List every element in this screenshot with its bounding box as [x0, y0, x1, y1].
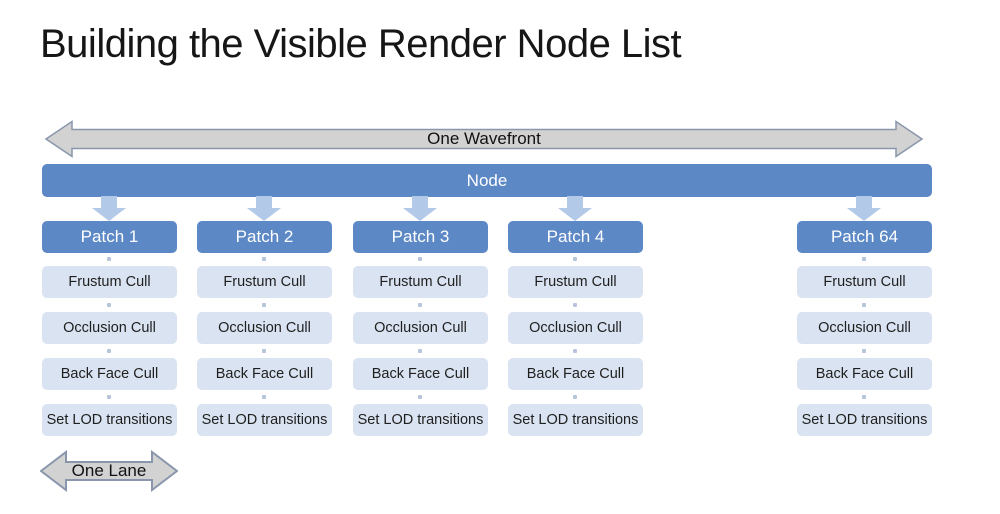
step-set-lod-transitions: Set LOD transitions: [42, 404, 177, 436]
connector-dot: [107, 395, 111, 399]
connector-dot: [262, 303, 266, 307]
connector-dot: [418, 257, 422, 261]
step-occlusion-cull: Occlusion Cull: [197, 312, 332, 344]
connector-dot: [573, 257, 577, 261]
down-arrow-icon: [247, 196, 281, 221]
connector-dot: [262, 395, 266, 399]
step-occlusion-cull: Occlusion Cull: [42, 312, 177, 344]
patch-column-2: Patch 2 Frustum Cull Occlusion Cull Back…: [197, 196, 332, 441]
node-bar: Node: [42, 164, 932, 197]
down-arrow-icon: [403, 196, 437, 221]
step-occlusion-cull: Occlusion Cull: [508, 312, 643, 344]
connector-dot: [573, 395, 577, 399]
lane-label: One Lane: [71, 461, 147, 480]
wavefront-arrow: One Wavefront: [45, 120, 923, 158]
step-frustum-cull: Frustum Cull: [42, 266, 177, 298]
down-arrow-icon: [558, 196, 592, 221]
patch-column-1: Patch 1 Frustum Cull Occlusion Cull Back…: [42, 196, 177, 441]
step-frustum-cull: Frustum Cull: [197, 266, 332, 298]
step-back-face-cull: Back Face Cull: [353, 358, 488, 390]
step-frustum-cull: Frustum Cull: [508, 266, 643, 298]
step-set-lod-transitions: Set LOD transitions: [508, 404, 643, 436]
step-set-lod-transitions: Set LOD transitions: [197, 404, 332, 436]
connector-dot: [107, 303, 111, 307]
step-frustum-cull: Frustum Cull: [797, 266, 932, 298]
connector-dot: [107, 349, 111, 353]
patch-box: Patch 4: [508, 221, 643, 253]
connector-dot: [573, 349, 577, 353]
step-back-face-cull: Back Face Cull: [42, 358, 177, 390]
connector-dot: [862, 303, 866, 307]
connector-dot: [862, 395, 866, 399]
connector-dot: [418, 395, 422, 399]
connector-dot: [418, 349, 422, 353]
connector-dot: [262, 257, 266, 261]
patch-box: Patch 64: [797, 221, 932, 253]
double-arrow-horizontal-icon: [40, 450, 178, 492]
lane-arrow: One Lane: [40, 450, 178, 492]
patch-column-4: Patch 4 Frustum Cull Occlusion Cull Back…: [508, 196, 643, 441]
step-occlusion-cull: Occlusion Cull: [353, 312, 488, 344]
connector-dot: [862, 257, 866, 261]
down-arrow-icon: [847, 196, 881, 221]
step-back-face-cull: Back Face Cull: [197, 358, 332, 390]
connector-dot: [262, 349, 266, 353]
double-arrow-horizontal-icon: [45, 120, 923, 158]
step-set-lod-transitions: Set LOD transitions: [797, 404, 932, 436]
patch-column-3: Patch 3 Frustum Cull Occlusion Cull Back…: [353, 196, 488, 441]
step-back-face-cull: Back Face Cull: [508, 358, 643, 390]
step-set-lod-transitions: Set LOD transitions: [353, 404, 488, 436]
wavefront-label: One Wavefront: [427, 129, 541, 148]
connector-dot: [573, 303, 577, 307]
connector-dot: [418, 303, 422, 307]
patch-box: Patch 1: [42, 221, 177, 253]
step-occlusion-cull: Occlusion Cull: [797, 312, 932, 344]
patch-box: Patch 2: [197, 221, 332, 253]
patch-column-64: Patch 64 Frustum Cull Occlusion Cull Bac…: [797, 196, 932, 441]
step-frustum-cull: Frustum Cull: [353, 266, 488, 298]
patch-box: Patch 3: [353, 221, 488, 253]
connector-dot: [862, 349, 866, 353]
down-arrow-icon: [92, 196, 126, 221]
connector-dot: [107, 257, 111, 261]
page-title: Building the Visible Render Node List: [40, 22, 682, 66]
step-back-face-cull: Back Face Cull: [797, 358, 932, 390]
